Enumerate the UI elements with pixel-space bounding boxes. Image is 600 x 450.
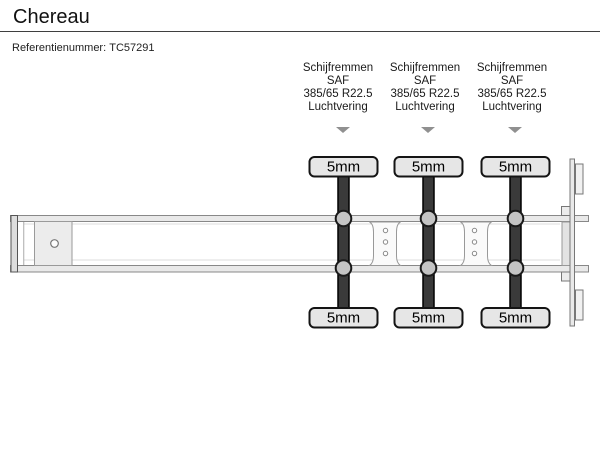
tread-label-top — [393, 156, 464, 178]
page-title: Chereau — [13, 6, 90, 28]
title-divider — [0, 31, 600, 32]
rear-corner-flange — [561, 206, 571, 216]
triangle-down-icon — [508, 127, 522, 133]
axle-brand-label: SAF — [413, 75, 437, 87]
wheel-hub — [419, 259, 438, 277]
tread-label-bottom — [308, 307, 379, 329]
chassis-rail-bottom — [10, 265, 589, 273]
crossmember-gusset — [458, 221, 494, 266]
tread-value: 5mm — [327, 159, 360, 176]
tire-size-label: 385/65 R22.5 — [303, 88, 373, 100]
brake-type-label: Schijfremmen — [389, 62, 461, 74]
tire-size-label: 385/65 R22.5 — [477, 88, 547, 100]
gusset-hole — [471, 250, 478, 257]
suspension-label: Luchtvering — [395, 101, 455, 113]
tread-value: 5mm — [327, 310, 360, 327]
axle-spec-column-2: Schijfremmen SAF 385/65 R22.5 Luchtverin… — [381, 62, 469, 114]
axle-brand-label: SAF — [500, 75, 524, 87]
axle-beam — [509, 167, 522, 317]
tread-label-bottom — [393, 307, 464, 329]
rear-lamp — [575, 289, 584, 321]
gusset-hole — [382, 239, 389, 245]
axle-beam — [337, 167, 350, 317]
rear-corner-flange — [561, 271, 571, 282]
reference-number: Referentienummer: TC57291 — [12, 42, 154, 54]
tire-size-label: 385/65 R22.5 — [390, 88, 460, 100]
rear-bumper-bar — [569, 158, 575, 327]
crossmember-gusset — [367, 221, 403, 266]
axle-beam — [422, 167, 435, 317]
triangle-down-icon — [336, 127, 350, 133]
tread-label-bottom — [480, 307, 551, 329]
suspension-label: Luchtvering — [308, 101, 368, 113]
axle-group-2: 5mm 5mm — [393, 156, 464, 329]
wheel-hub — [506, 259, 525, 277]
gusset-hole — [471, 227, 478, 234]
reference-value: TC57291 — [109, 42, 155, 54]
tread-value: 5mm — [412, 159, 445, 176]
axle-group-3: 5mm 5mm — [480, 156, 551, 329]
tread-value: 5mm — [499, 310, 532, 327]
suspension-label: Luchtvering — [482, 101, 542, 113]
brake-type-label: Schijfremmen — [302, 62, 374, 74]
brake-type-label: Schijfremmen — [476, 62, 548, 74]
reference-label: Referentienummer: — [12, 42, 107, 54]
gusset-hole — [382, 227, 389, 234]
tread-label-top — [308, 156, 379, 178]
axle-spec-column-1: Schijfremmen SAF 385/65 R22.5 Luchtverin… — [294, 62, 382, 114]
rear-end-assembly — [561, 158, 584, 327]
axle-spec-column-3: Schijfremmen SAF 385/65 R22.5 Luchtverin… — [468, 62, 556, 114]
tread-value: 5mm — [412, 310, 445, 327]
wheel-hub — [334, 259, 353, 277]
wheel-hub — [506, 209, 525, 228]
gusset-hole — [471, 239, 478, 245]
kingpin — [50, 239, 59, 248]
front-end-cap — [10, 215, 18, 273]
axle-group-1: 5mm 5mm — [308, 156, 379, 329]
wheel-hub — [334, 209, 353, 228]
chassis-rail-top — [10, 215, 589, 222]
gusset-hole — [382, 250, 389, 257]
rear-lamp — [575, 163, 584, 195]
axle-brand-label: SAF — [326, 75, 350, 87]
triangle-down-icon — [421, 127, 435, 133]
tread-value: 5mm — [499, 159, 532, 176]
tread-label-top — [480, 156, 551, 178]
wheel-hub — [419, 209, 438, 228]
